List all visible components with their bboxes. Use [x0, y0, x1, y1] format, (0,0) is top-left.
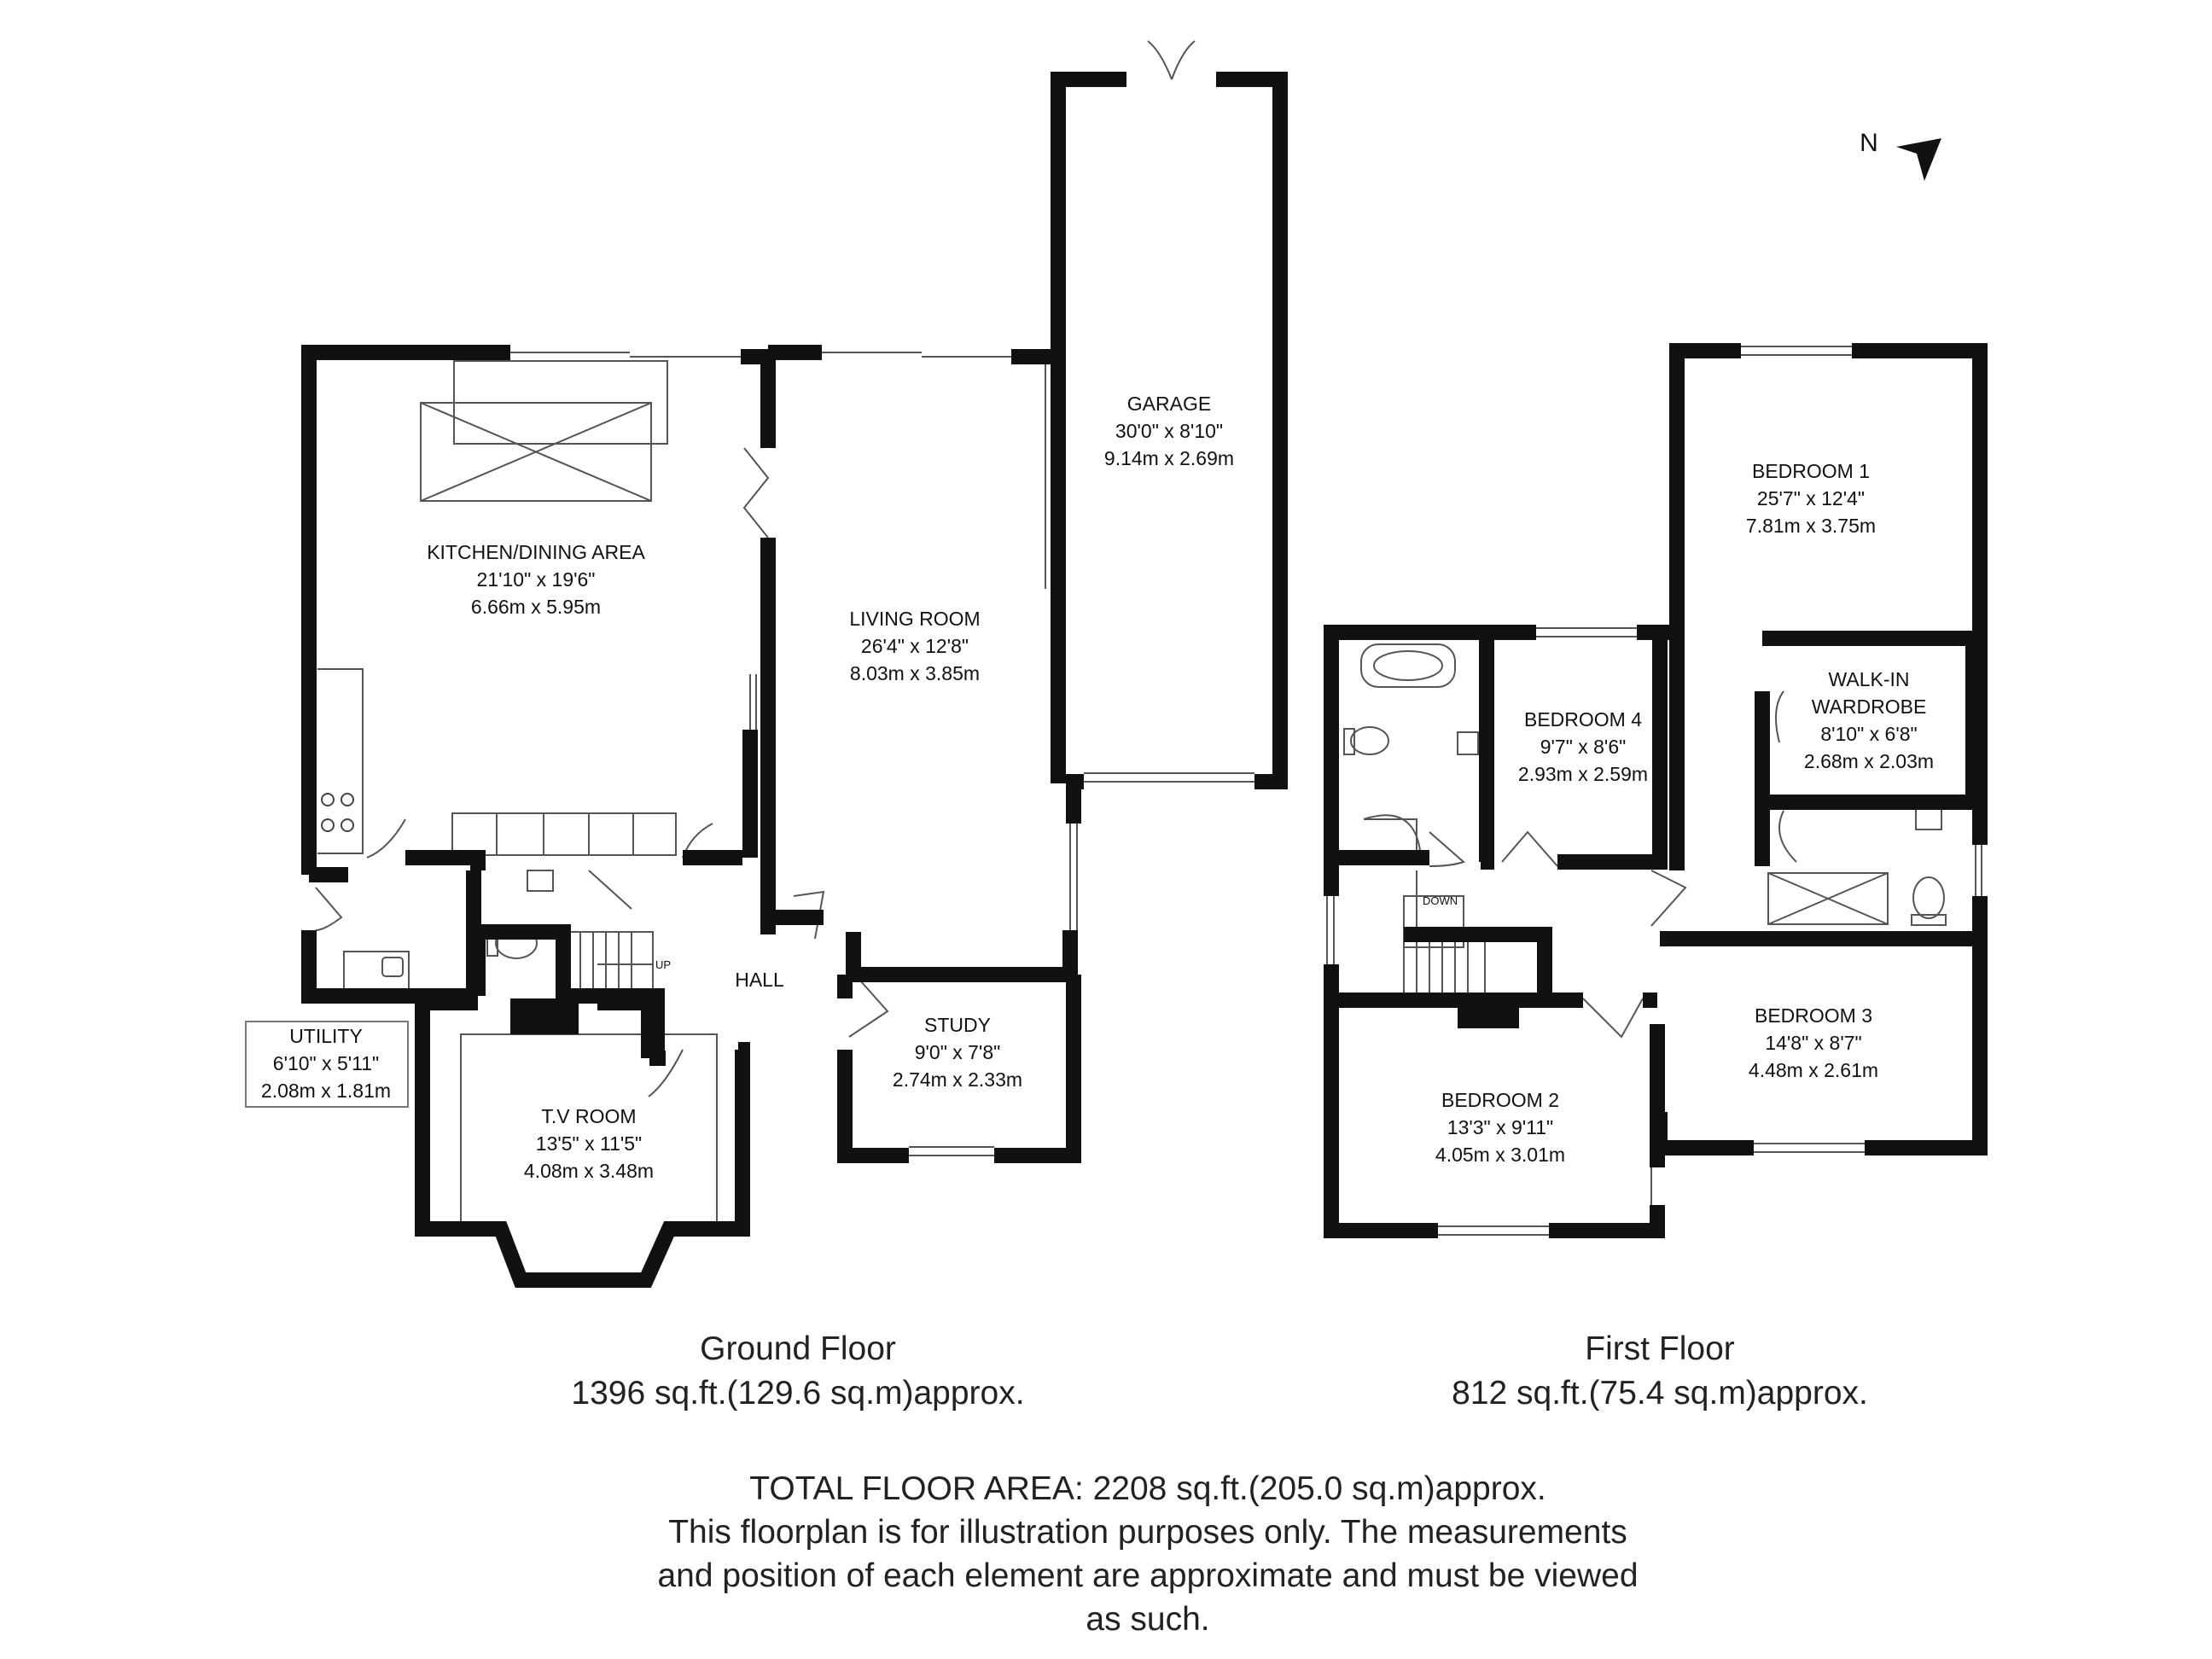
room-living-imperial: 26'4" x 12'8": [861, 635, 969, 657]
ground-floor-plan: [301, 40, 1288, 1288]
room-wardrobe-name-1: WALK-IN: [1829, 668, 1910, 690]
room-tv-name: T.V ROOM: [541, 1105, 636, 1127]
room-garage-imperial: 30'0" x 8'10": [1115, 420, 1223, 442]
first-floor-area: 812 sq.ft.(75.4 sq.m)approx.: [1452, 1375, 1868, 1412]
chimney-block: [510, 998, 579, 1034]
footer-notes: TOTAL FLOOR AREA: 2208 sq.ft.(205.0 sq.m…: [657, 1470, 1638, 1638]
room-bed2-name: BEDROOM 2: [1441, 1089, 1559, 1111]
room-bed1-imperial: 25'7" x 12'4": [1757, 487, 1865, 509]
room-garage-metric: 9.14m x 2.69m: [1104, 447, 1234, 469]
first-floor-title: First Floor: [1585, 1330, 1735, 1367]
compass-letter: N: [1860, 129, 1878, 157]
room-bed3-metric: 4.48m x 2.61m: [1749, 1059, 1878, 1081]
first-floor-plan: [1324, 343, 1988, 1238]
room-bed3-name: BEDROOM 3: [1755, 1004, 1872, 1027]
ground-floor-area: 1396 sq.ft.(129.6 sq.m)approx.: [571, 1375, 1024, 1412]
room-bed2-imperial: 13'3" x 9'11": [1447, 1116, 1553, 1138]
chimney-block: [1458, 1003, 1519, 1028]
disclaimer-line-1: This floorplan is for illustration purpo…: [668, 1514, 1627, 1551]
room-tv-metric: 4.08m x 3.48m: [524, 1160, 654, 1182]
room-kitchen-imperial: 21'10" x 19'6": [477, 568, 596, 591]
room-bed1-name: BEDROOM 1: [1752, 460, 1870, 482]
room-bed2-metric: 4.05m x 3.01m: [1435, 1144, 1565, 1166]
room-study-metric: 2.74m x 2.33m: [893, 1068, 1022, 1091]
room-kitchen-name: KITCHEN/DINING AREA: [427, 541, 645, 563]
room-kitchen-metric: 6.66m x 5.95m: [471, 596, 601, 618]
room-living-name: LIVING ROOM: [849, 608, 980, 630]
room-utility-name: UTILITY: [289, 1025, 363, 1047]
room-utility-metric: 2.08m x 1.81m: [261, 1080, 391, 1102]
stairs-up-label: UP: [655, 958, 671, 971]
ground-floor-title: Ground Floor: [700, 1330, 896, 1367]
room-labels: KITCHEN/DINING AREA 21'10" x 19'6" 6.66m…: [245, 393, 1934, 1182]
floor-captions: Ground Floor 1396 sq.ft.(129.6 sq.m)appr…: [571, 1330, 1867, 1412]
disclaimer-line-3: as such.: [1086, 1601, 1209, 1638]
room-bed4-metric: 2.93m x 2.59m: [1518, 763, 1648, 785]
room-wardrobe-imperial: 8'10" x 6'8": [1820, 723, 1917, 745]
room-wardrobe-metric: 2.68m x 2.03m: [1804, 750, 1934, 772]
room-bed4-name: BEDROOM 4: [1524, 708, 1642, 731]
room-hall-name: HALL: [735, 969, 784, 991]
utility-label-box: [245, 1021, 409, 1108]
room-study-name: STUDY: [924, 1014, 991, 1036]
room-living-metric: 8.03m x 3.85m: [850, 662, 980, 684]
disclaimer-line-2: and position of each element are approxi…: [657, 1557, 1638, 1594]
room-bed3-imperial: 14'8" x 8'7": [1765, 1032, 1861, 1054]
room-utility-imperial: 6'10" x 5'11": [273, 1052, 379, 1074]
room-wardrobe-name-2: WARDROBE: [1812, 696, 1927, 718]
room-garage-name: GARAGE: [1127, 393, 1211, 415]
stairs-down-label: DOWN: [1423, 894, 1458, 907]
room-bed4-imperial: 9'7" x 8'6": [1540, 736, 1627, 758]
north-arrow-icon: N: [1860, 129, 1941, 181]
total-floor-area: TOTAL FLOOR AREA: 2208 sq.ft.(205.0 sq.m…: [749, 1470, 1546, 1507]
room-bed1-metric: 7.81m x 3.75m: [1746, 515, 1876, 537]
room-study-imperial: 9'0" x 7'8": [915, 1041, 1001, 1063]
room-tv-imperial: 13'5" x 11'5": [536, 1132, 642, 1155]
